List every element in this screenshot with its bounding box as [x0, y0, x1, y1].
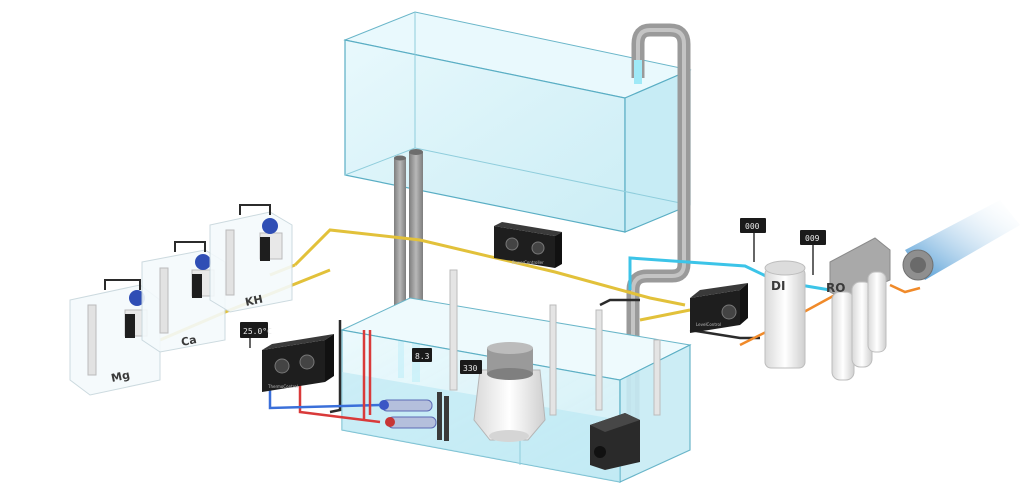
sump-probe-2-value: 330: [463, 364, 478, 373]
display-meter-icon: [240, 218, 826, 374]
dosing-label-mg: Mg: [110, 368, 131, 385]
return-pipe: [626, 23, 691, 420]
ro-meter-value: 009: [805, 234, 820, 243]
heater-icon: [379, 399, 437, 429]
di-filter-label: DI: [771, 279, 785, 293]
ato-controller-label: LevelControl: [696, 322, 721, 327]
ro-filter: [829, 237, 891, 381]
sump-probe-1-value: 8.3: [415, 352, 430, 361]
return-pump-icon: [590, 413, 640, 470]
water-inlet-icon: [902, 200, 1020, 281]
wall-controller: PowerController: [494, 222, 562, 268]
di-meter-value: 000: [745, 222, 760, 231]
ro-filter-label: RO: [826, 281, 845, 295]
skimmer-icon: [473, 342, 546, 442]
heater-controller-label: ThermoControl: [267, 384, 298, 389]
dosing-label-kh: KH: [244, 293, 264, 309]
dosing-label-ca: Ca: [180, 333, 198, 349]
heater-controller: ThermoControl: [262, 334, 334, 392]
ato-controller: LevelControl: [690, 283, 748, 333]
sump-probes: [437, 269, 661, 441]
temp-display-value: 25.0°C: [243, 327, 272, 336]
dosing-pump-icon: [125, 237, 270, 338]
wall-controller-label: PowerController: [512, 260, 544, 265]
di-filter: [764, 260, 806, 369]
